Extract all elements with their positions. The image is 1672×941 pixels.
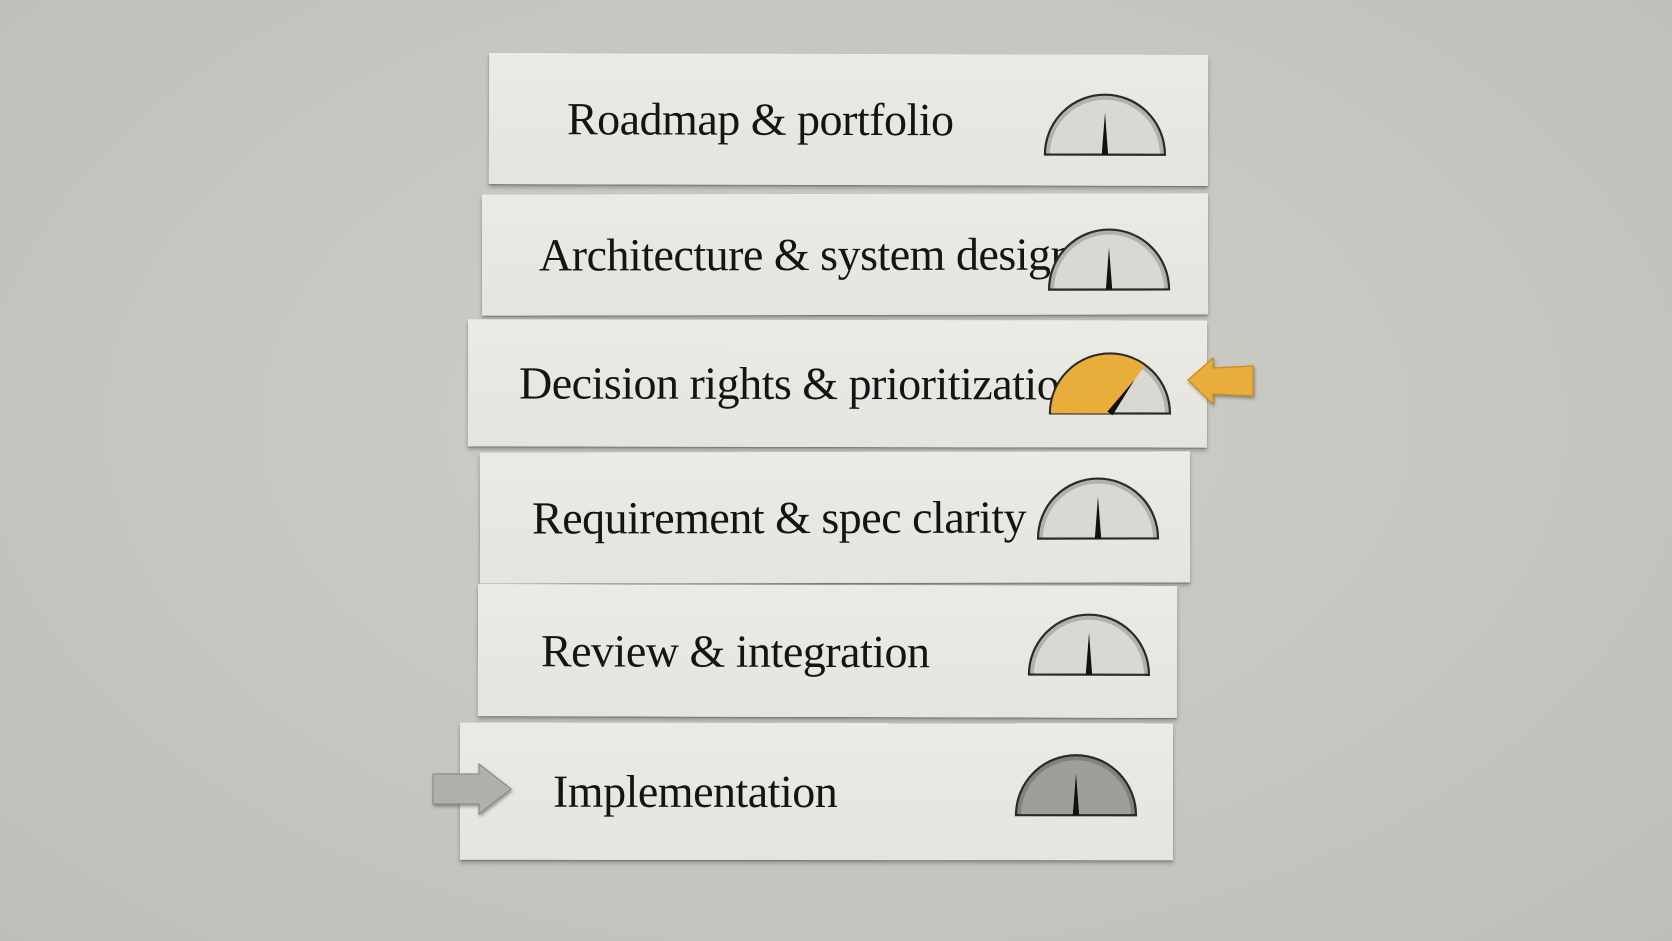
gauge-icon [1036,476,1160,540]
lever-strip-implementation: Implementation [459,722,1174,861]
gauge-icon [1014,753,1138,817]
gauge-shadow [1016,756,1135,816]
lever-label: Roadmap & portfolio [566,93,954,146]
gauge-needle [1072,773,1080,816]
gauge-needle [1107,379,1135,416]
arrow-left-icon [1187,356,1255,406]
gauge-icon [1047,227,1171,291]
gauge-needle [1101,112,1109,155]
gauge-shadow [1029,615,1148,675]
lever-strip-requirement: Requirement & spec clarity [479,451,1191,584]
gauge-shadow [1050,230,1169,290]
gauge-icon [1048,351,1172,416]
gauge-icon [1043,93,1167,157]
arrow-right-shape [432,762,512,816]
gauge-needle [1094,496,1102,539]
lever-strip-roadmap: Roadmap & portfolio [488,53,1209,186]
lever-label: Review & integration [540,624,930,677]
gauge-needle [1105,247,1113,290]
arrow-left-shape [1187,356,1254,406]
lever-strip-architecture: Architecture & system design [481,193,1209,316]
lever-label: Implementation [552,765,838,818]
gauge-needle [1085,632,1093,675]
gauge-fill [1050,354,1145,414]
lever-label: Architecture & system design [538,228,1074,281]
arrow-right-icon [431,762,513,816]
lever-label: Decision rights & prioritization [518,357,1082,410]
gauge-shadow [1039,479,1158,539]
lever-strip-review: Review & integration [477,584,1178,718]
lever-label: Requirement & spec clarity [531,491,1027,544]
gauge-shadow [1045,95,1164,155]
gauge-icon [1027,613,1151,677]
lever-strip-decision-rights: Decision rights & prioritization [467,319,1208,448]
